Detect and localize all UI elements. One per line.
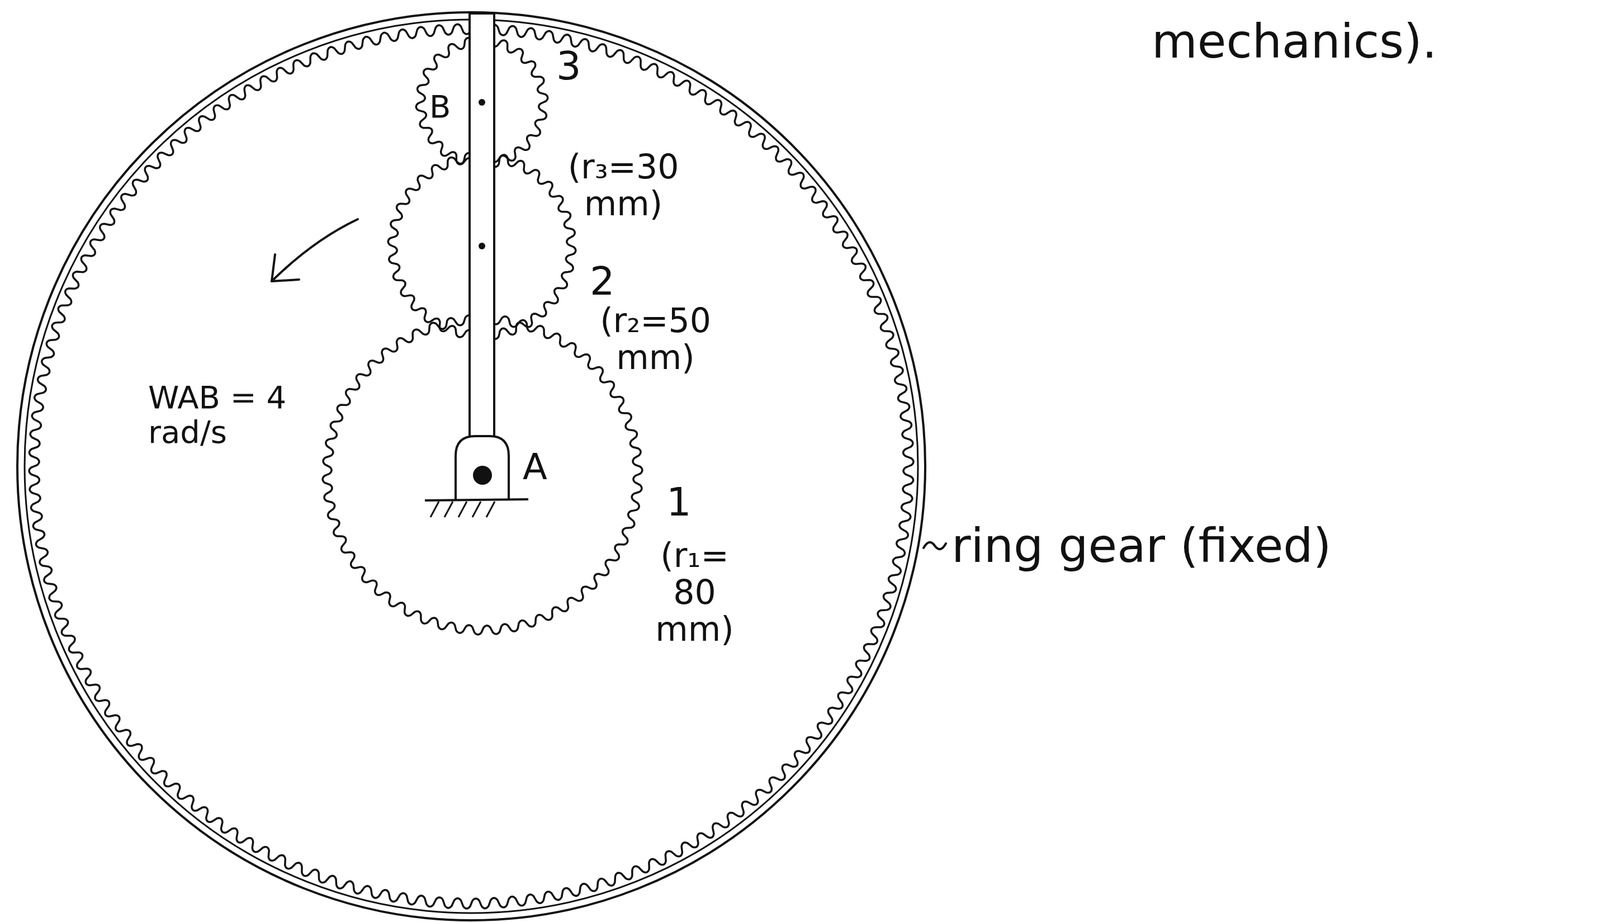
angular-velocity-arrow <box>271 219 358 282</box>
pivot-bracket <box>455 436 509 500</box>
pin-b <box>478 98 486 106</box>
angular-velocity-label: WAB = 4 rad/s <box>148 380 305 449</box>
point-label: B <box>429 89 451 125</box>
ring-outer-rim <box>17 12 926 921</box>
pin-gear2 <box>478 242 486 250</box>
gear-radius: (r₂=50 mm) <box>584 301 727 376</box>
ground-hatching <box>430 501 495 518</box>
pivot-pin-a <box>472 465 492 485</box>
arm-ab <box>469 13 495 444</box>
gear-number: 2 <box>589 259 615 304</box>
gear-radius: (r₃=30 mm) <box>553 148 694 222</box>
ring-leader-line <box>923 542 946 549</box>
ground-line <box>424 499 529 501</box>
part-label: ring gear (fixed) <box>951 519 1332 572</box>
gear-number: 3 <box>556 44 582 88</box>
point-label: A <box>522 447 548 487</box>
note-fragment: mechanics). <box>1151 15 1437 68</box>
gear-radius: (r₁= 80 mm) <box>648 536 741 648</box>
ring-gear <box>17 12 926 921</box>
gear-number: 1 <box>666 480 692 524</box>
